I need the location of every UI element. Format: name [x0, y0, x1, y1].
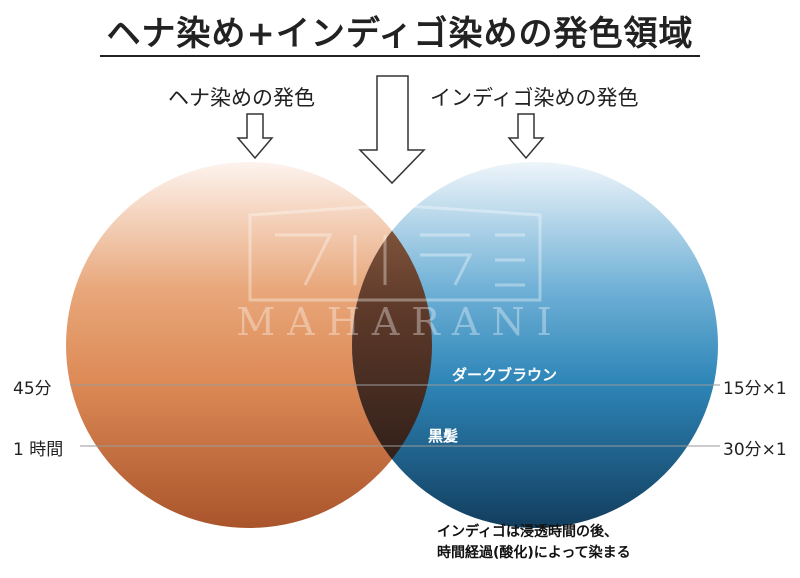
- indigo-arrow-icon: [507, 113, 545, 160]
- right-time-1: 15分×1: [723, 379, 787, 399]
- note-line-1: インディゴは浸透時間の後、: [437, 524, 619, 540]
- henna-circle: [66, 162, 432, 528]
- indigo-label: インディゴ染めの発色: [430, 86, 639, 110]
- page-title-text: ヘナ染め+インディゴ染めの発色領域: [100, 14, 700, 57]
- watermark-text: MAHARANI: [236, 300, 564, 344]
- overlap-arrow-icon: [358, 75, 426, 185]
- note: インディゴは浸透時間の後、 時間経過(酸化)によって染まる: [437, 522, 631, 564]
- right-time-2: 30分×1: [723, 440, 787, 460]
- page-title: ヘナ染め+インディゴ染めの発色領域: [0, 6, 800, 57]
- zone-dark-brown: ダークブラウン: [452, 366, 558, 384]
- left-time-2: 1 時間: [13, 440, 64, 460]
- indigo-circle: [352, 162, 718, 528]
- henna-label: ヘナ染めの発色: [168, 86, 315, 110]
- henna-arrow-icon: [236, 113, 274, 160]
- watermark-logo: [248, 203, 542, 302]
- note-line-2: 時間経過(酸化)によって染まる: [437, 545, 631, 561]
- left-time-1: 45分: [13, 379, 52, 399]
- zone-black-hair: 黒髪: [428, 427, 459, 445]
